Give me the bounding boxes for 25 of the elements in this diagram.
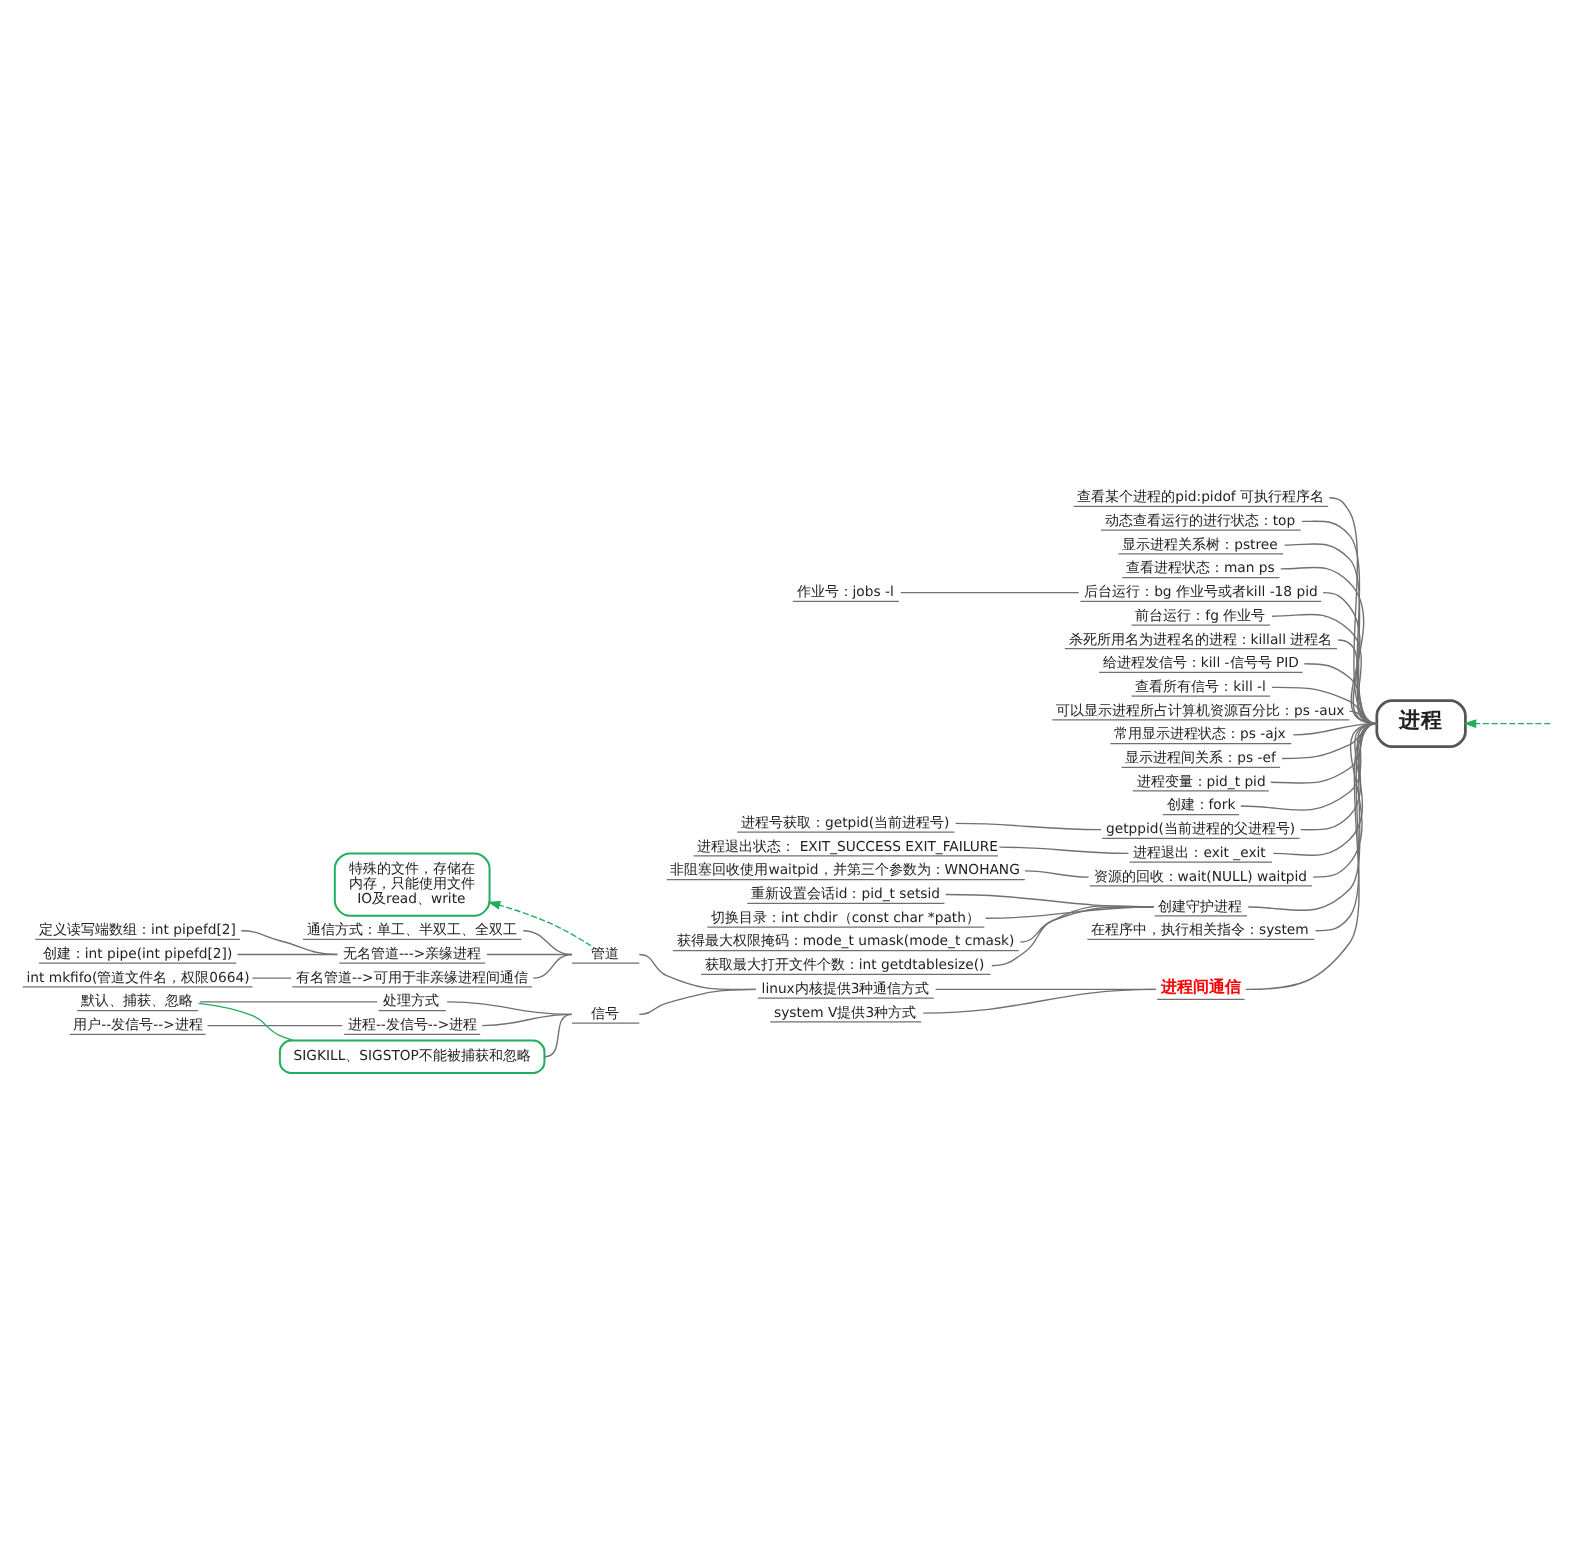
connector xyxy=(240,930,338,956)
arrow xyxy=(1463,719,1551,729)
connector xyxy=(199,1001,378,1003)
connector xyxy=(1301,520,1378,725)
connector xyxy=(522,930,573,956)
connector xyxy=(481,1013,573,1027)
connector xyxy=(532,953,573,979)
connector xyxy=(900,591,1080,594)
node-box: 进程 xyxy=(1375,699,1467,749)
connector xyxy=(922,988,1157,1014)
connector xyxy=(197,1002,294,1042)
connector xyxy=(1314,722,1378,932)
connector xyxy=(638,988,757,1016)
connector xyxy=(1247,722,1378,912)
connector xyxy=(1024,870,1090,878)
arrow xyxy=(487,900,592,947)
connector xyxy=(991,905,1155,967)
connector xyxy=(954,822,1102,831)
connector xyxy=(543,1013,573,1058)
connector xyxy=(1245,722,1378,991)
node-text: 进程间通信 xyxy=(1160,976,1241,997)
connector xyxy=(998,846,1130,855)
connector xyxy=(236,953,338,956)
connector xyxy=(206,1024,343,1027)
connector xyxy=(251,977,292,979)
